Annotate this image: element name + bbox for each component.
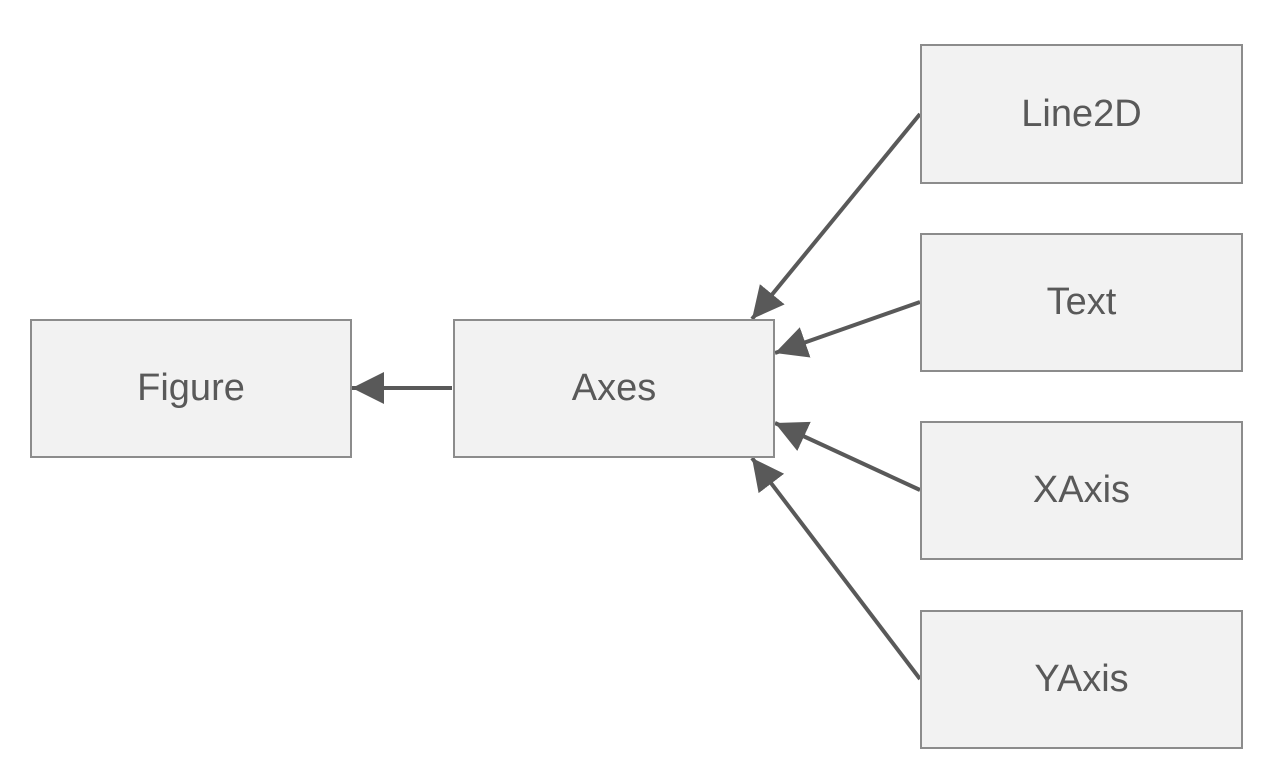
node-figure: Figure xyxy=(30,319,352,458)
node-yaxis: YAxis xyxy=(920,610,1243,749)
node-line2d-label: Line2D xyxy=(1021,92,1142,135)
node-text-label: Text xyxy=(1046,281,1117,323)
node-line2d: Line2D xyxy=(920,44,1243,184)
arrow-text-to-axes xyxy=(774,300,921,358)
node-xaxis: XAxis xyxy=(920,421,1243,560)
node-yaxis-label: YAxis xyxy=(1034,658,1129,700)
node-figure-label: Figure xyxy=(137,367,245,409)
node-axes-label: Axes xyxy=(571,367,657,409)
arrow-line2d-to-axes xyxy=(750,112,922,321)
node-axes: Axes xyxy=(453,319,775,458)
arrow-xaxis-to-axes xyxy=(774,421,921,492)
node-xaxis-label: XAxis xyxy=(1032,469,1131,511)
arrow-yaxis-to-axes xyxy=(750,456,922,681)
node-text: Text xyxy=(920,233,1243,372)
